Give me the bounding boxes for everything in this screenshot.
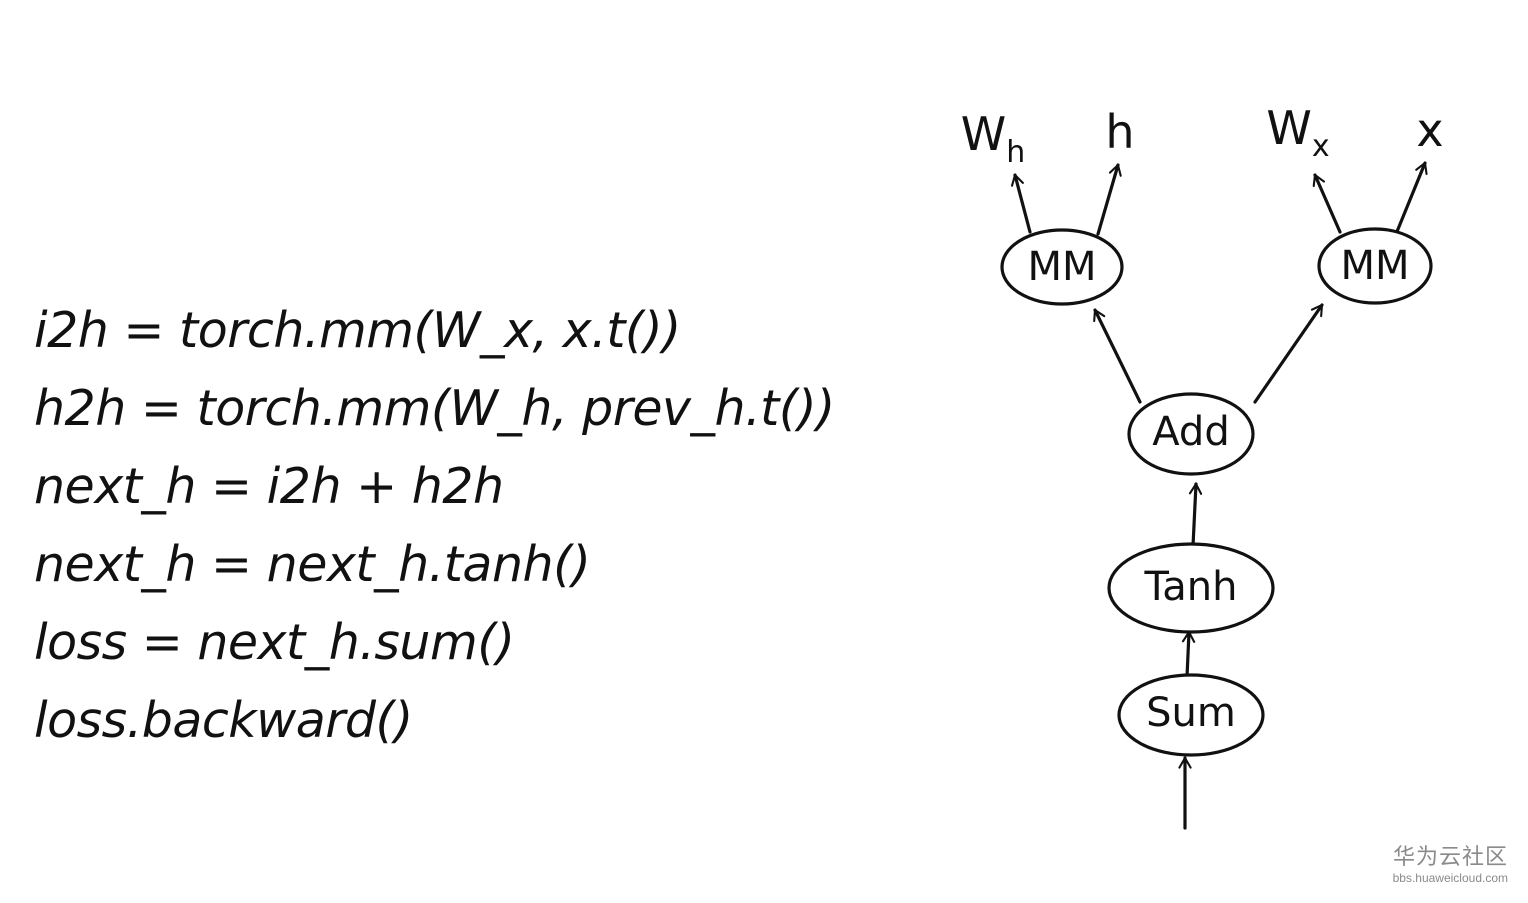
- code-line-loss: loss = next_h.sum(): [34, 614, 515, 671]
- node-mm-right: MM: [1317, 227, 1433, 305]
- edge-add-to-mm-right: [1253, 303, 1324, 404]
- code-block: i2h = torch.mm(W_x, x.t()) h2h = torch.m…: [34, 292, 835, 760]
- leaf-w-x: Wx: [1266, 101, 1329, 164]
- edge-sum-to-tanh: [1181, 630, 1196, 679]
- code-line-next-h-tanh: next_h = next_h.tanh(): [34, 536, 591, 593]
- edge-add-to-mm-left: [1093, 308, 1142, 404]
- edge-mm-right-to-x: [1394, 161, 1428, 236]
- leaf-w-x-base: W: [1266, 101, 1311, 155]
- node-sum: Sum: [1117, 673, 1265, 757]
- node-sum-label: Sum: [1146, 690, 1236, 736]
- leaf-w-x-sub: x: [1312, 129, 1330, 164]
- watermark-url: bbs.huaweicloud.com: [1392, 871, 1508, 885]
- node-add-label: Add: [1152, 409, 1229, 455]
- node-mm-left: MM: [1000, 228, 1124, 306]
- leaf-x: x: [1416, 103, 1443, 157]
- code-line-next-h-sum: next_h = i2h + h2h: [34, 458, 504, 515]
- watermark: 华为云社区 bbs.huaweicloud.com: [1393, 845, 1508, 885]
- leaf-w-h-sub: h: [1006, 135, 1025, 170]
- leaf-w-h-base: W: [961, 107, 1006, 161]
- watermark-brand: 华为云社区: [1392, 845, 1508, 870]
- code-line-backward: loss.backward(): [34, 692, 413, 749]
- leaf-w-h: Wh: [961, 107, 1026, 170]
- edge-mm-left-to-h: [1096, 163, 1122, 236]
- code-line-i2h: i2h = torch.mm(W_x, x.t()): [34, 302, 681, 359]
- edge-mm-right-to-wx: [1312, 173, 1342, 234]
- node-add: Add: [1127, 392, 1255, 476]
- svg-text:Wx: Wx: [1266, 101, 1329, 164]
- leaf-h: h: [1105, 105, 1134, 159]
- node-tanh: Tanh: [1107, 542, 1275, 634]
- edge-mm-left-to-wh: [1010, 173, 1032, 234]
- node-mm-left-label: MM: [1027, 244, 1096, 290]
- node-mm-right-label: MM: [1340, 243, 1409, 289]
- code-line-h2h: h2h = torch.mm(W_h, prev_h.t()): [34, 380, 835, 437]
- svg-text:Wh: Wh: [961, 107, 1026, 170]
- node-tanh-label: Tanh: [1143, 564, 1237, 610]
- edge-tanh-to-add: [1188, 482, 1203, 548]
